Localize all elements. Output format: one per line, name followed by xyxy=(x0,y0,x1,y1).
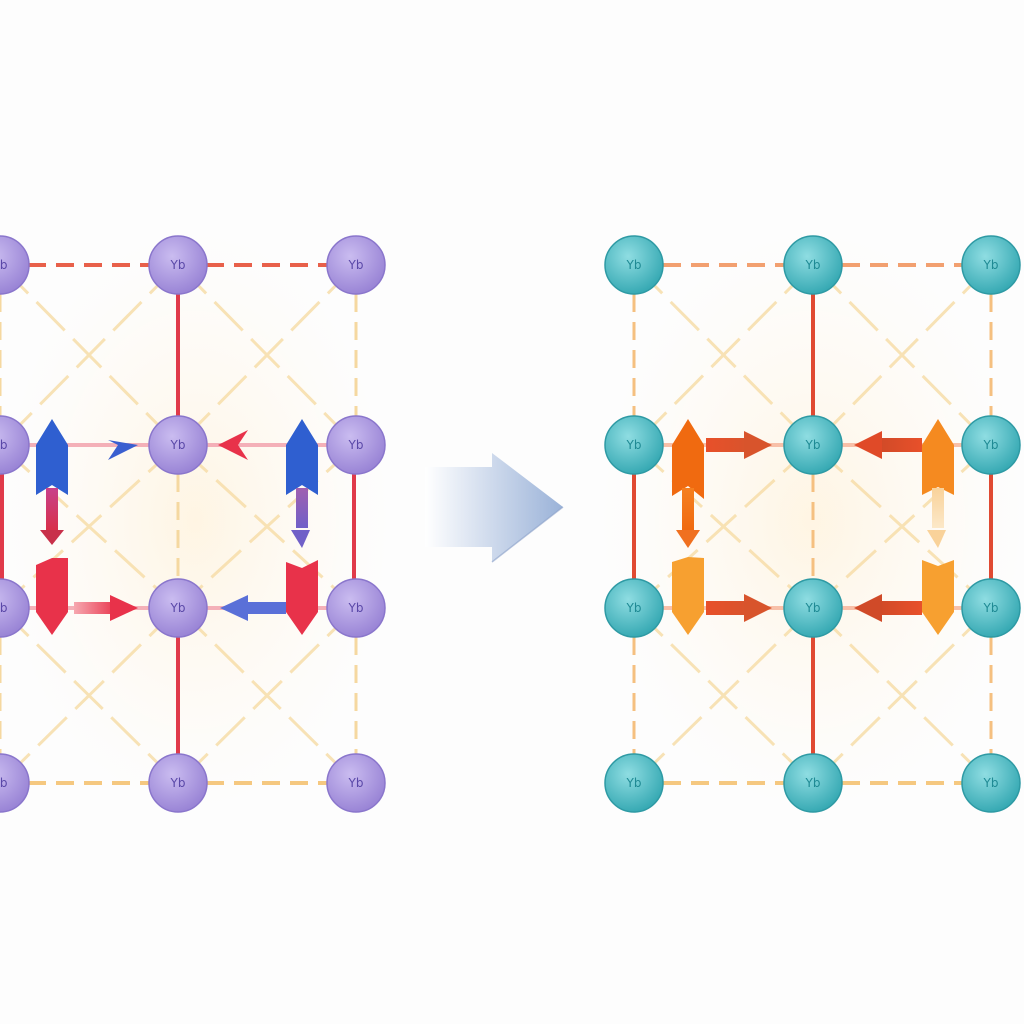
node-yb: Yb xyxy=(0,753,30,813)
svg-text:Yb: Yb xyxy=(348,776,364,790)
arrow-down-orange-icon xyxy=(922,560,954,635)
svg-text:Yb: Yb xyxy=(983,258,999,272)
left-arrow-left-red xyxy=(218,430,248,460)
right-spin-arrow-column-1 xyxy=(672,419,704,635)
svg-text:Yb: Yb xyxy=(626,438,642,452)
svg-text:Yb: Yb xyxy=(626,601,642,615)
svg-text:Yb: Yb xyxy=(0,438,7,452)
node-yb: Yb xyxy=(0,235,30,295)
svg-text:Yb: Yb xyxy=(805,776,821,790)
svg-text:Yb: Yb xyxy=(348,258,364,272)
svg-text:Yb: Yb xyxy=(626,776,642,790)
right-diagonal-bonds xyxy=(632,263,993,785)
svg-text:Yb: Yb xyxy=(983,601,999,615)
arrow-up-blue-icon xyxy=(36,419,68,495)
left-panel-glow xyxy=(0,230,390,810)
svg-text:Yb: Yb xyxy=(170,601,186,615)
arrow-down-red-icon xyxy=(286,560,318,635)
svg-text:Yb: Yb xyxy=(0,601,7,615)
left-nodes: Yb Yb Yb Yb Yb Yb Yb Yb Yb Yb Yb Yb xyxy=(0,235,386,813)
node-yb: Yb xyxy=(148,753,208,813)
node-yb: Yb xyxy=(783,415,843,475)
svg-text:Yb: Yb xyxy=(170,776,186,790)
svg-text:Yb: Yb xyxy=(0,258,7,272)
node-yb: Yb xyxy=(604,578,664,638)
left-strong-bonds xyxy=(0,294,356,754)
svg-text:Yb: Yb xyxy=(805,438,821,452)
right-spin-arrow-column-2 xyxy=(922,419,954,635)
svg-text:Yb: Yb xyxy=(805,258,821,272)
right-side-dashed-bonds xyxy=(632,294,993,754)
right-arrow-left-top xyxy=(854,431,922,459)
left-arrow-left-blue xyxy=(220,595,286,621)
arrow-up-orange-icon xyxy=(922,419,954,495)
right-strong-bonds xyxy=(632,294,993,754)
svg-text:Yb: Yb xyxy=(170,258,186,272)
left-diagonal-bonds xyxy=(0,263,358,785)
svg-text:Yb: Yb xyxy=(983,776,999,790)
transition-arrow-icon xyxy=(425,453,563,562)
svg-text:Yb: Yb xyxy=(348,601,364,615)
node-yb: Yb xyxy=(783,578,843,638)
node-yb: Yb xyxy=(326,753,386,813)
node-yb: Yb xyxy=(961,415,1021,475)
left-lattice: Yb Yb Yb Yb Yb Yb Yb Yb Yb Yb Yb Yb xyxy=(0,235,386,813)
right-nodes: Yb Yb Yb Yb Yb Yb Yb Yb Yb Yb Yb Yb xyxy=(604,235,1021,813)
right-arrow-right-bottom xyxy=(706,594,772,622)
right-arrow-left-bottom xyxy=(854,594,922,622)
node-yb: Yb xyxy=(604,415,664,475)
node-yb: Yb xyxy=(961,578,1021,638)
svg-text:Yb: Yb xyxy=(170,438,186,452)
left-side-dashed-bonds xyxy=(0,294,358,754)
node-yb: Yb xyxy=(961,753,1021,813)
svg-text:Yb: Yb xyxy=(0,776,7,790)
node-yb: Yb xyxy=(326,578,386,638)
node-yb: Yb xyxy=(326,415,386,475)
arrow-up-orange-icon xyxy=(672,419,704,499)
node-yb: Yb xyxy=(0,415,30,475)
node-yb: Yb xyxy=(604,753,664,813)
svg-text:Yb: Yb xyxy=(626,258,642,272)
arrow-down-red-icon xyxy=(36,558,68,635)
node-yb: Yb xyxy=(148,578,208,638)
node-yb: Yb xyxy=(148,415,208,475)
right-arrow-right-top xyxy=(706,431,772,459)
left-arrow-right-blue xyxy=(108,440,138,460)
node-yb: Yb xyxy=(326,235,386,295)
arrow-up-blue-icon xyxy=(286,419,318,495)
node-yb: Yb xyxy=(783,235,843,295)
left-arrow-right-red xyxy=(74,595,138,621)
node-yb: Yb xyxy=(961,235,1021,295)
arrow-down-orange-icon xyxy=(672,557,704,635)
left-spin-arrow-column-1 xyxy=(36,419,68,635)
node-yb: Yb xyxy=(604,235,664,295)
node-yb: Yb xyxy=(783,753,843,813)
node-yb: Yb xyxy=(148,235,208,295)
node-yb: Yb xyxy=(0,578,30,638)
right-lattice: Yb Yb Yb Yb Yb Yb Yb Yb Yb Yb Yb Yb xyxy=(604,235,1021,813)
svg-text:Yb: Yb xyxy=(348,438,364,452)
svg-text:Yb: Yb xyxy=(805,601,821,615)
left-spin-arrow-column-2 xyxy=(286,419,318,635)
svg-text:Yb: Yb xyxy=(983,438,999,452)
